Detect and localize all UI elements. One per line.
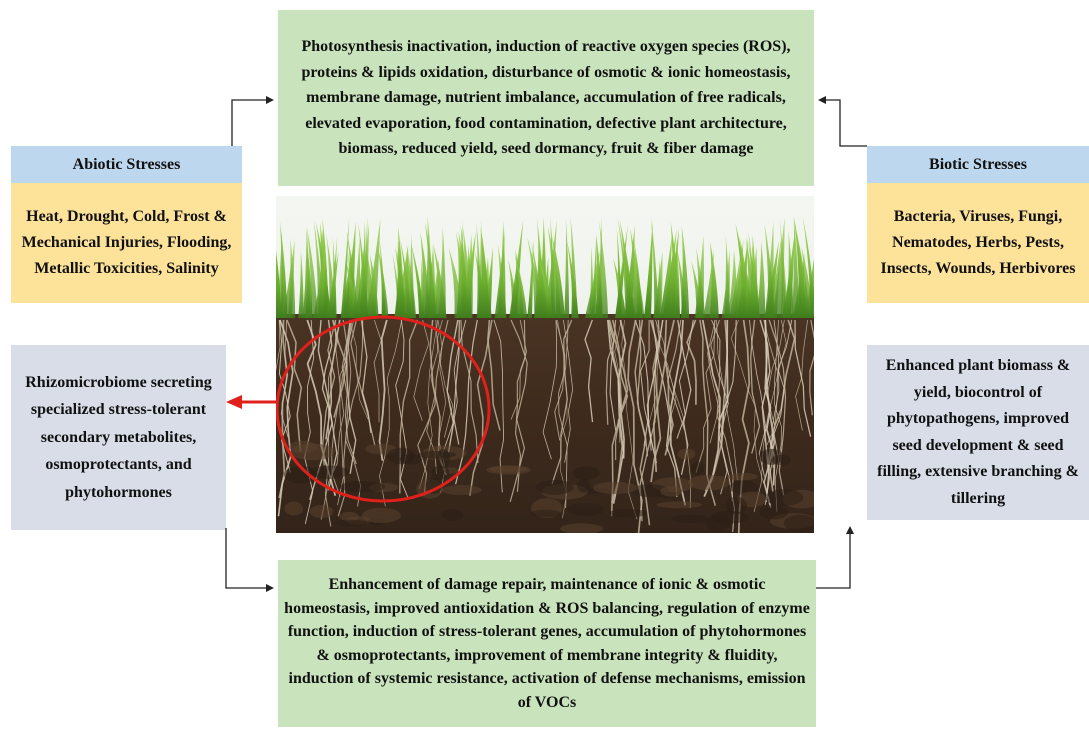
soil-clod (536, 480, 574, 495)
rhizomicrobiome-box: Rhizomicrobiome secreting specialized st… (11, 345, 226, 530)
soil-clod (691, 462, 704, 476)
microbial-benefits-text: Enhancement of damage repair, maintenanc… (284, 573, 810, 714)
soil-clod (760, 505, 789, 519)
soil-clod (678, 449, 696, 460)
plant-roots-illustration (276, 196, 814, 533)
soil-clod (387, 448, 415, 464)
soil-clod (727, 473, 758, 480)
soil-clod (362, 508, 401, 523)
benefits-to-outcomes-arrow (816, 528, 850, 588)
biotic-stresses-list: Bacteria, Viruses, Fungi, Nematodes, Her… (871, 204, 1085, 282)
soil-clod (340, 481, 386, 492)
soil-clod (672, 515, 709, 523)
plant-outcomes-text: Enhanced plant biomass & yield, biocontr… (871, 353, 1085, 512)
soil-clod (436, 449, 450, 469)
soil-clod (442, 509, 463, 521)
soil-clod (335, 520, 368, 527)
microbial-benefits-box: Enhancement of damage repair, maintenanc… (278, 560, 816, 727)
soil-clod (441, 485, 481, 495)
rhizomicrobiome-text: Rhizomicrobiome secreting specialized st… (17, 369, 220, 507)
soil-clod (577, 478, 590, 492)
abiotic-stresses-list-box: Heat, Drought, Cold, Frost & Mechanical … (11, 183, 242, 303)
soil-clod (706, 516, 731, 532)
soil-clod (573, 466, 600, 480)
stress-effects-box: Photosynthesis inactivation, induction o… (278, 10, 814, 186)
stress-effects-text: Photosynthesis inactivation, induction o… (286, 34, 806, 162)
soil-clod (284, 502, 303, 516)
soil-clod (431, 466, 449, 480)
plant-outcomes-box: Enhanced plant biomass & yield, biocontr… (867, 345, 1089, 520)
soil-clod (486, 465, 531, 475)
soil-clod (593, 482, 638, 494)
soil-clod (765, 489, 803, 506)
soil-clod (660, 486, 682, 497)
soil-clod (531, 510, 561, 517)
soil-clod (310, 505, 334, 518)
abiotic-stresses-list: Heat, Drought, Cold, Frost & Mechanical … (17, 204, 236, 282)
biotic-stresses-title: Biotic Stresses (929, 156, 1027, 174)
soil-clod (567, 503, 604, 516)
soil-clod (609, 509, 647, 518)
soil-clod (291, 444, 335, 461)
abiotic-stresses-header: Abiotic Stresses (11, 146, 242, 183)
soil-clod (657, 501, 702, 508)
abiotic-to-effects-arrow (232, 100, 272, 146)
soil-clod (688, 475, 729, 490)
abiotic-stresses-title: Abiotic Stresses (73, 156, 181, 174)
soil-clod (311, 466, 348, 479)
rhizo-to-benefits-arrow (226, 528, 272, 588)
biotic-to-effects-arrow (820, 100, 867, 146)
soil-clod (725, 497, 747, 515)
biotic-stresses-header: Biotic Stresses (867, 146, 1089, 183)
biotic-stresses-list-box: Bacteria, Viruses, Fungi, Nematodes, Her… (867, 183, 1089, 303)
soil-clod (772, 455, 791, 465)
